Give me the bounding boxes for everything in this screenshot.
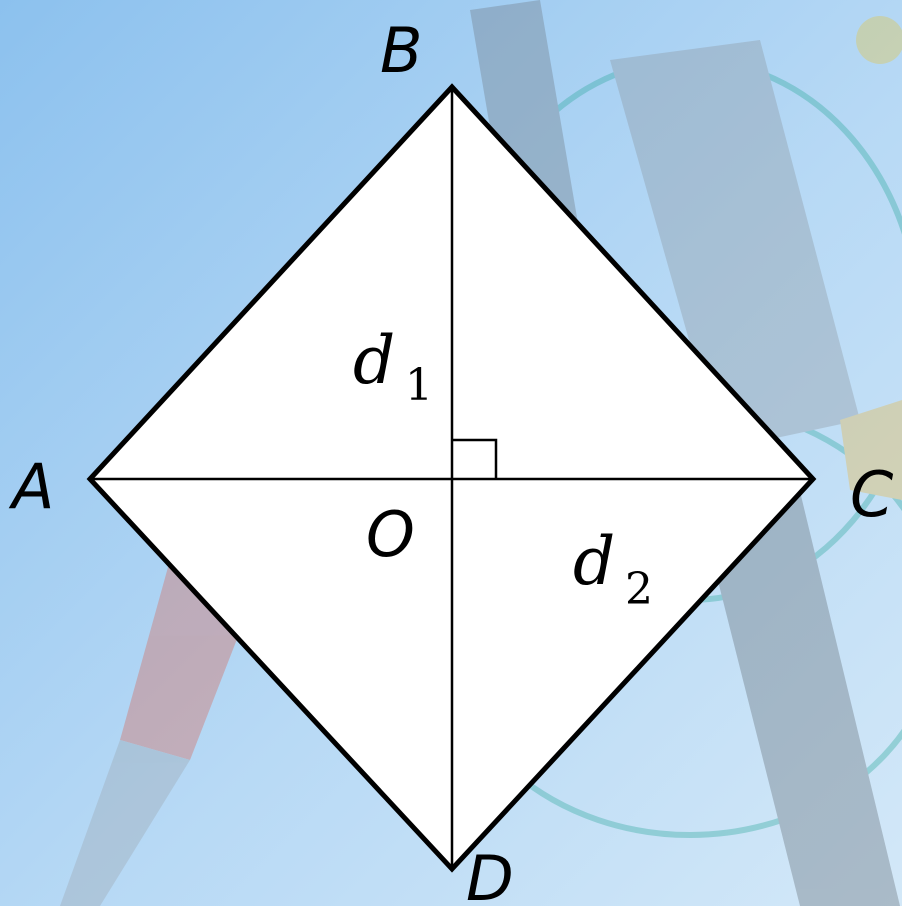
vertex-label-b: B xyxy=(380,14,423,87)
center-label-o: O xyxy=(366,498,415,571)
right-angle-mark xyxy=(452,438,498,479)
vertex-label-c: C xyxy=(850,458,894,531)
diagonal-label-d1-subscript: 1 xyxy=(405,360,433,411)
diagonal-label-d1-symbol: d xyxy=(353,322,395,399)
diagonal-label-d2: d 2 xyxy=(573,523,653,615)
vertex-label-a: A xyxy=(8,450,54,523)
diagonal-label-d2-subscript: 2 xyxy=(625,564,653,615)
diagonal-label-d1: d 1 xyxy=(353,322,433,411)
diagonal-label-d2-symbol: d xyxy=(573,523,615,600)
vertex-label-d: D xyxy=(466,842,514,906)
